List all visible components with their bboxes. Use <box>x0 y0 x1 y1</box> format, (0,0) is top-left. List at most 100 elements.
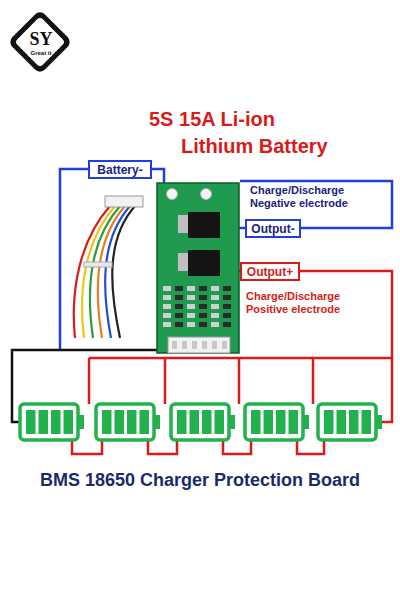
battery-terminal <box>155 415 160 429</box>
balance-wire <box>312 358 315 404</box>
battery-level-bar <box>51 410 61 434</box>
battery-level-bar <box>289 410 299 434</box>
battery-level-bar <box>177 410 187 434</box>
solder-pad <box>201 189 212 200</box>
harness-wire <box>112 206 135 338</box>
mosfet-tab <box>178 215 188 233</box>
smd-component <box>163 304 171 309</box>
series-link-wire <box>297 440 324 454</box>
smd-component <box>211 295 219 300</box>
connector-pin <box>212 341 217 349</box>
balance-bus-wire <box>89 357 392 360</box>
balance-wire <box>88 358 91 404</box>
logo-inner <box>15 17 66 68</box>
smd-component <box>211 313 219 318</box>
series-link-wire <box>223 440 251 454</box>
smd-component <box>211 286 219 291</box>
battery-terminal <box>304 415 309 429</box>
connector-pin <box>222 341 227 349</box>
battery-level-bar <box>215 410 225 434</box>
battery-level-bar <box>362 410 372 434</box>
smd-component <box>199 304 207 309</box>
balance-wire <box>164 358 167 404</box>
smd-component <box>187 304 195 309</box>
battery-level-bar <box>276 410 286 434</box>
smd-component <box>211 322 219 327</box>
battery-level-bar <box>251 410 261 434</box>
series-link-wire <box>148 440 177 454</box>
smd-component <box>163 322 171 327</box>
terminal-box: Output+ <box>240 262 300 281</box>
smd-component <box>187 286 195 291</box>
battery-body <box>20 404 78 440</box>
smd-component <box>199 313 207 318</box>
smd-component <box>223 322 231 327</box>
connector-pin <box>172 341 177 349</box>
terminal-box: Output- <box>245 219 301 238</box>
mosfet-tab <box>178 253 188 271</box>
logo-text: Great it <box>22 50 60 57</box>
smd-component <box>199 295 207 300</box>
battery-terminal <box>79 415 84 429</box>
smd-component <box>175 304 183 309</box>
logo-frame <box>7 9 72 74</box>
mosfet-chip <box>188 250 220 276</box>
battery-level-bar <box>324 410 334 434</box>
battery-level-bar <box>264 410 274 434</box>
terminal-box: Battery- <box>88 160 152 179</box>
connector-pin <box>202 341 207 349</box>
terminal-label: Battery- <box>97 163 142 177</box>
connector-pin <box>182 341 187 349</box>
battery-cell <box>318 404 382 440</box>
balance-connector <box>168 337 230 353</box>
battery-cell <box>171 404 235 440</box>
smd-component <box>187 295 195 300</box>
battery-cell <box>20 404 84 440</box>
battery-level-bar <box>64 410 74 434</box>
mosfet-chip <box>188 212 220 238</box>
battery-body <box>318 404 376 440</box>
logo <box>7 9 72 74</box>
battery-level-bar <box>140 410 150 434</box>
smd-component <box>223 304 231 309</box>
smd-component <box>163 286 171 291</box>
battery-level-bar <box>115 410 125 434</box>
smd-component <box>223 286 231 291</box>
smd-component <box>187 313 195 318</box>
harness-wire <box>105 206 130 338</box>
terminal-label: Output- <box>251 222 294 236</box>
battery-level-bar <box>190 410 200 434</box>
smd-component <box>175 286 183 291</box>
battery-cell <box>245 404 309 440</box>
battery-level-bar <box>102 410 112 434</box>
smd-component <box>211 304 219 309</box>
battery-body <box>96 404 154 440</box>
smd-component <box>175 295 183 300</box>
battery-body <box>245 404 303 440</box>
smd-component <box>199 322 207 327</box>
terminal-note: Charge/Discharge Positive electrode <box>246 290 376 316</box>
battery-level-bar <box>337 410 347 434</box>
battery-terminal <box>377 415 382 429</box>
caption-text: BMS 18650 Charger Protection Board <box>0 470 400 491</box>
battery-terminal <box>230 415 235 429</box>
smd-component <box>175 322 183 327</box>
title-text: 5S 15A Li-ion Lithium Battery <box>181 106 349 160</box>
logo-text: SY <box>23 28 59 50</box>
solder-pad <box>167 189 178 200</box>
pcb-board <box>157 183 239 353</box>
cable-tie <box>84 262 112 267</box>
battery-body <box>171 404 229 440</box>
terminal-note: Charge/Discharge Negative electrode <box>250 184 378 210</box>
smd-component <box>175 313 183 318</box>
battery-level-bar <box>349 410 359 434</box>
battery-level-bar <box>127 410 137 434</box>
terminal-label: Output+ <box>247 265 293 279</box>
smd-component <box>187 322 195 327</box>
smd-component <box>223 295 231 300</box>
balance-wire <box>238 358 241 404</box>
smd-component <box>163 295 171 300</box>
battery-level-bar <box>39 410 49 434</box>
